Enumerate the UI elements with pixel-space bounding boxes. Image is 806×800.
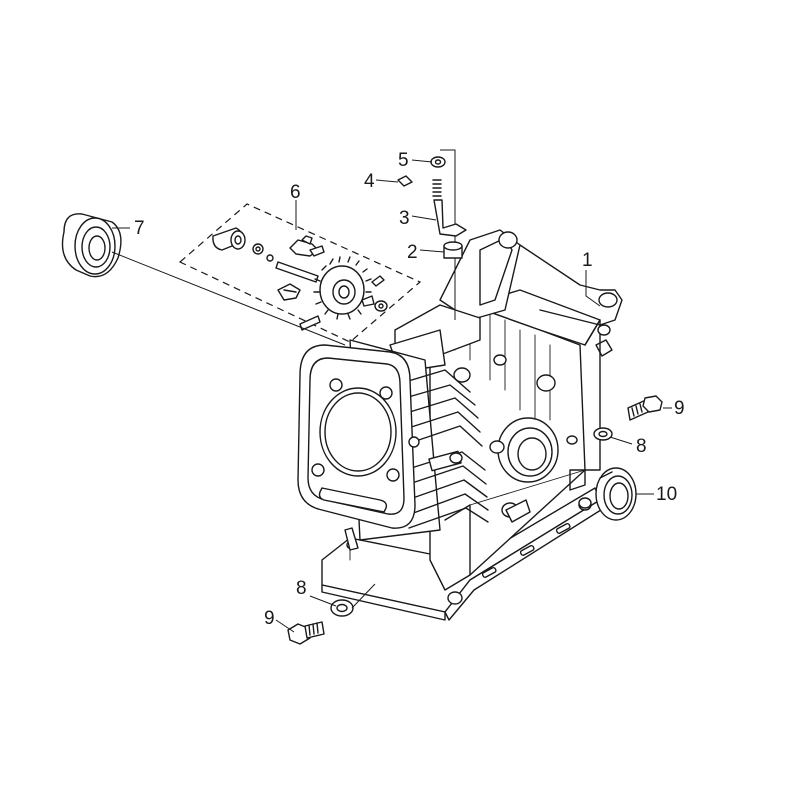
callout-2: 2 bbox=[407, 242, 418, 263]
part-7-bearing bbox=[61, 213, 122, 278]
part-4-spring bbox=[432, 179, 442, 197]
crankcase bbox=[297, 229, 623, 621]
callout-3: 3 bbox=[399, 208, 410, 229]
part-8-washer-right bbox=[593, 427, 613, 441]
callout-4: 4 bbox=[364, 171, 375, 192]
callout-10: 10 bbox=[656, 484, 677, 505]
leader-lines bbox=[111, 159, 672, 633]
part-5-washer bbox=[430, 156, 446, 168]
governor-gear bbox=[313, 256, 372, 320]
callout-1: 1 bbox=[582, 250, 593, 271]
callout-5: 5 bbox=[398, 150, 409, 171]
governor-parts-group bbox=[178, 203, 422, 343]
part-8-washer-left bbox=[330, 599, 354, 617]
part-10-oil-seal bbox=[595, 467, 637, 521]
callout-8-left: 8 bbox=[296, 578, 307, 599]
part-9-bolt-right bbox=[627, 395, 663, 421]
callout-8-right: 8 bbox=[636, 436, 647, 457]
callout-7: 7 bbox=[134, 218, 145, 239]
callout-labels: 1 2 3 4 5 6 7 8 8 9 9 10 bbox=[134, 150, 685, 629]
callout-6: 6 bbox=[290, 182, 301, 203]
governor-arm-parts bbox=[397, 149, 467, 320]
part-3-arm bbox=[433, 199, 467, 237]
part-9-bolt-left bbox=[287, 621, 325, 645]
callout-9-left: 9 bbox=[264, 608, 275, 629]
callout-9-right: 9 bbox=[674, 398, 685, 419]
